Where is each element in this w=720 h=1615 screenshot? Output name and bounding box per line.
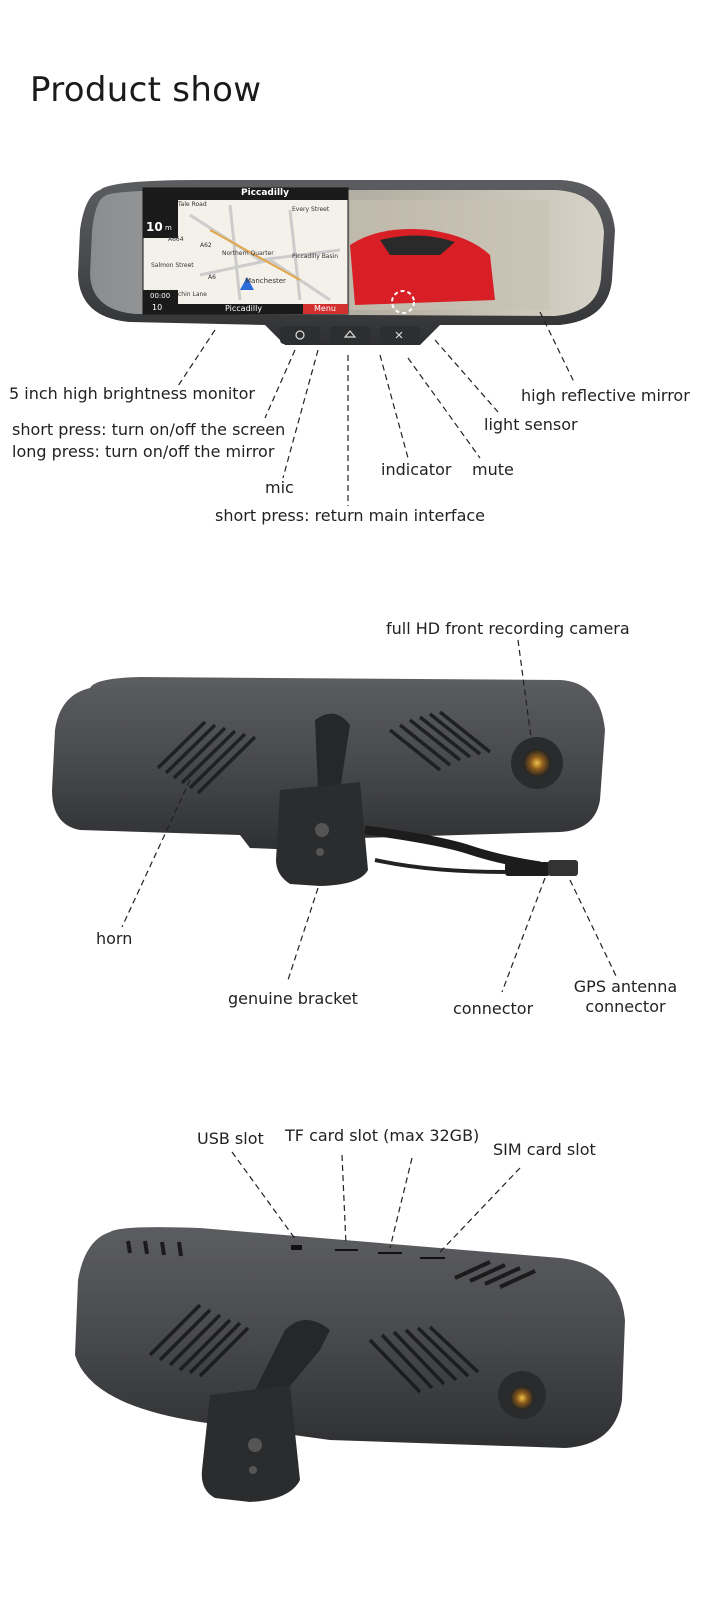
top-leader-lines (231, 1151, 521, 1253)
horn-grille-right (388, 710, 492, 772)
top-grille-right (368, 1325, 480, 1394)
connector-plug (505, 862, 550, 876)
label-mute: mute (472, 460, 514, 479)
screen-distance: 10 (146, 220, 163, 234)
top-grille-left (148, 1303, 250, 1378)
label-power-short: short press: turn on/off the screen (12, 420, 286, 439)
horn-grille-left (156, 720, 257, 795)
screen-menu-bar (303, 304, 348, 314)
label-light-sensor: light sensor (484, 415, 578, 434)
screen-clock: 00:00 (150, 292, 171, 300)
bracket-screw (315, 823, 329, 837)
screen-menu-label[interactable]: Menu (314, 304, 336, 313)
top-vents-left (126, 1240, 183, 1257)
screen-top-label: Piccadilly (241, 188, 289, 198)
label-camera: full HD front recording camera (386, 619, 630, 638)
map-label: A6 (208, 274, 216, 281)
mute-button (380, 326, 420, 344)
screen-bottom-distance: 10 (152, 303, 163, 312)
label-gps-line1: GPS antenna (573, 977, 678, 996)
screen-left-panel (143, 188, 178, 238)
screen-distance-unit: m (165, 224, 172, 232)
gps-plug (548, 860, 578, 876)
home-button (330, 326, 370, 344)
cable (364, 825, 541, 871)
screen-bottom-left-label[interactable]: Piccadilly (225, 304, 263, 313)
map-label: Manchester (245, 277, 286, 285)
back-mirror (52, 677, 605, 886)
screen-bottom-bar (178, 304, 303, 314)
label-connector: connector (453, 999, 534, 1018)
front-mirror (78, 180, 615, 345)
map-label: Piccadilly Basin (292, 253, 339, 260)
map-label: Tale Road (178, 201, 207, 208)
nav-arrow (240, 277, 254, 290)
camera-lens (523, 749, 551, 777)
map-label: Salmon Street (151, 262, 194, 269)
map-label: chin Lane (178, 291, 207, 298)
label-usb: USB slot (197, 1129, 264, 1148)
label-bracket: genuine bracket (228, 989, 358, 1008)
power-button (280, 326, 320, 344)
label-mirror: high reflective mirror (521, 386, 690, 405)
front-leader-lines (177, 311, 576, 506)
usb-slot (291, 1245, 302, 1250)
top-vents-right (454, 1260, 536, 1289)
back-leader-lines (121, 639, 618, 993)
map-label: Northern Quarter (222, 250, 274, 257)
mute-icon (395, 331, 403, 339)
label-home: short press: return main interface (215, 506, 486, 525)
label-mic: mic (265, 478, 294, 497)
label-horn: horn (96, 929, 133, 948)
map-label: Every Street (292, 206, 330, 213)
car-windshield (380, 235, 455, 255)
label-indicator: indicator (381, 460, 452, 479)
map-label: A664 (168, 236, 184, 243)
label-gps-line2: connector (585, 997, 666, 1016)
top-housing (75, 1227, 625, 1448)
label-power-long: long press: turn on/off the mirror (12, 442, 275, 461)
light-sensor-ring (391, 290, 415, 314)
label-sim: SIM card slot (493, 1140, 596, 1159)
home-icon (343, 330, 357, 338)
screen-clock-panel (143, 290, 178, 314)
page-title: Product show (30, 70, 262, 110)
label-monitor: 5 inch high brightness monitor (9, 384, 255, 403)
label-tf: TF card slot (max 32GB) (285, 1126, 480, 1145)
bracket-stem (315, 713, 350, 790)
map-label: A62 (200, 242, 212, 249)
power-icon (295, 330, 305, 340)
top-mirror (75, 1227, 625, 1502)
top-camera-lens (510, 1386, 534, 1410)
screen-top-bar (178, 188, 348, 200)
